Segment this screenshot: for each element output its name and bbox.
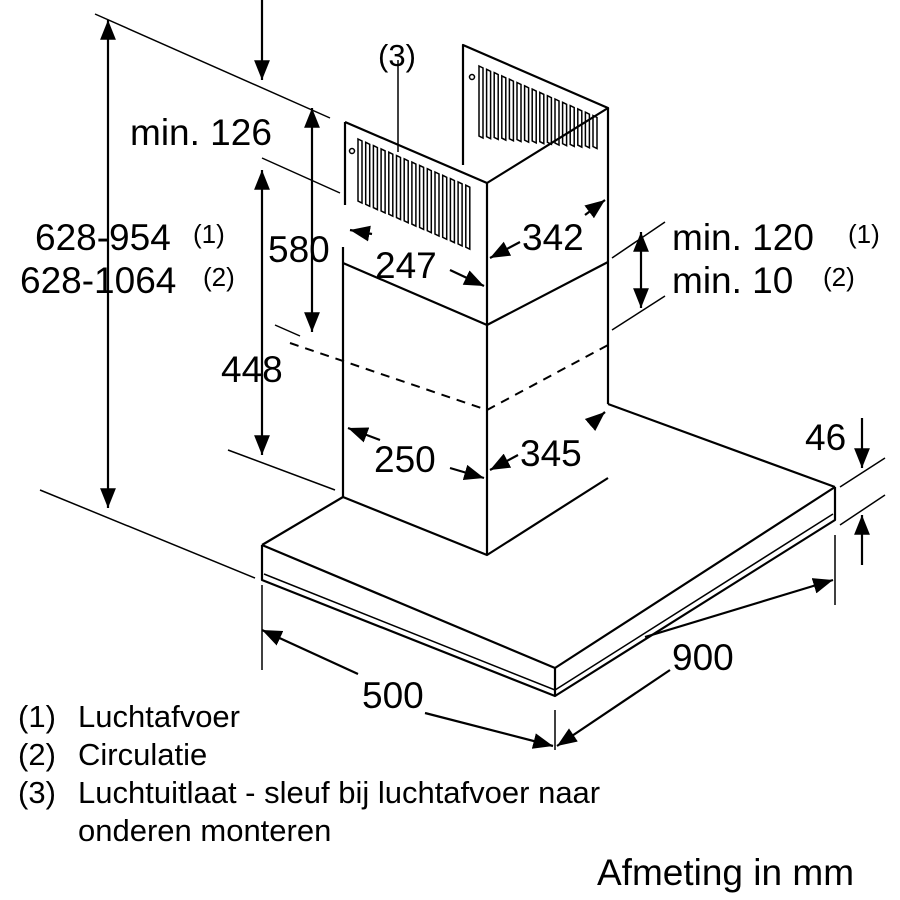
louver-slot bbox=[523, 84, 530, 144]
dim-lower-depth: 345 bbox=[520, 433, 582, 474]
dim-overlap-2-note: (2) bbox=[823, 262, 855, 292]
louver-slot bbox=[485, 68, 492, 140]
dim-lower-chimney: 448 bbox=[221, 349, 283, 390]
legend: (1) Luchtafvoer (2) Circulatie (3) Lucht… bbox=[18, 699, 600, 848]
dim-total-height-2: 628-1064 bbox=[20, 260, 176, 301]
unit-note: Afmeting in mm bbox=[597, 852, 854, 893]
louver-slot bbox=[441, 174, 448, 241]
dim-total-height-2-note: (2) bbox=[203, 262, 235, 292]
dim-overlap-1-note: (1) bbox=[848, 219, 880, 249]
louver-slot bbox=[465, 183, 471, 251]
louver-slot bbox=[531, 87, 537, 145]
louver-slot bbox=[561, 101, 568, 147]
louver-slot bbox=[372, 144, 379, 211]
louver-slot bbox=[403, 157, 409, 225]
louver-slot bbox=[554, 97, 560, 147]
dim-total-height-1: 628-954 bbox=[35, 217, 171, 258]
hood-canopy bbox=[260, 402, 837, 698]
upper-chimney bbox=[343, 43, 610, 325]
louver-slot bbox=[577, 107, 583, 149]
legend-text-1: Luchtafvoer bbox=[78, 699, 240, 734]
dim-min-top: min. 126 bbox=[130, 112, 272, 153]
louver-slot bbox=[426, 167, 433, 234]
louver-slot bbox=[380, 147, 386, 215]
louver-slot bbox=[592, 114, 598, 150]
louver-slot bbox=[546, 94, 553, 146]
legend-num-1: (1) bbox=[18, 699, 56, 734]
louver-slot bbox=[434, 170, 440, 238]
legend-text-3-cont: onderen monteren bbox=[78, 813, 331, 848]
dim-overlap-1: min. 120 bbox=[672, 217, 814, 258]
dim-overlap-2: min. 10 bbox=[672, 260, 793, 301]
legend-text-3: Luchtuitlaat - sleuf bij luchtafvoer naa… bbox=[78, 775, 600, 810]
legend-text-2: Circulatie bbox=[78, 737, 207, 772]
louver-slot bbox=[395, 154, 402, 221]
louver-slot bbox=[457, 180, 463, 248]
dim-upper-chimney: 580 bbox=[268, 229, 330, 270]
louver-slot bbox=[388, 150, 394, 218]
louver-slot bbox=[478, 64, 484, 140]
louver-slot bbox=[516, 81, 522, 143]
dim-hood-thickness: 46 bbox=[805, 417, 846, 458]
legend-num-3: (3) bbox=[18, 775, 56, 810]
dim-hood-width: 900 bbox=[672, 637, 734, 678]
louver-slot bbox=[411, 160, 417, 228]
dim-lower-width: 250 bbox=[374, 439, 436, 480]
legend-num-2: (2) bbox=[18, 737, 56, 772]
dim-total-height-1-note: (1) bbox=[193, 219, 225, 249]
louver-slot bbox=[569, 104, 575, 148]
louver-slot bbox=[508, 77, 515, 143]
dimension-lines bbox=[39, 0, 886, 750]
dim-hood-depth: 500 bbox=[362, 675, 424, 716]
louver-slot bbox=[357, 137, 363, 205]
dim-upper-depth: 342 bbox=[522, 217, 584, 258]
lower-chimney bbox=[274, 247, 610, 557]
louver-slot bbox=[449, 177, 456, 244]
louver-slots-front bbox=[357, 137, 471, 251]
louver-slot bbox=[418, 164, 425, 231]
louver-slot bbox=[364, 141, 371, 208]
louver-slot bbox=[501, 74, 507, 142]
louver-slots-back bbox=[478, 64, 598, 150]
louver-slot bbox=[584, 110, 591, 150]
louver-slot bbox=[493, 71, 499, 141]
dim-upper-width: 247 bbox=[375, 245, 437, 286]
louver-slot bbox=[539, 91, 545, 145]
callout-3-label: (3) bbox=[378, 38, 416, 73]
